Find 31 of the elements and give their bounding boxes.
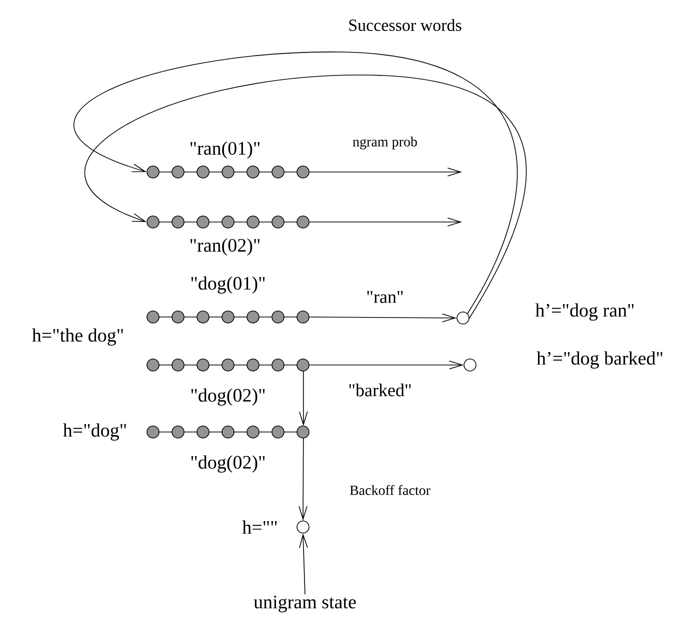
dot-chain xyxy=(146,358,310,372)
dot-chain xyxy=(146,310,310,324)
edge-label: "ran" xyxy=(367,291,403,303)
node-caption: "dog(01)" xyxy=(191,276,265,294)
state-circle xyxy=(456,312,470,324)
arrow xyxy=(309,360,464,370)
edge-label: ngram prob xyxy=(352,136,417,150)
text-label: h="the dog" xyxy=(32,328,123,346)
dot-chain xyxy=(146,426,310,438)
node-caption: "dog(02)" xyxy=(191,455,265,473)
node-caption: h’="dog ran" xyxy=(535,303,634,321)
node-caption: h="" xyxy=(242,520,277,534)
arrow xyxy=(299,533,308,595)
node-caption: "ran(02)" xyxy=(190,238,260,256)
state-circle xyxy=(464,358,476,372)
arrow xyxy=(298,438,308,521)
arrow xyxy=(309,218,462,226)
edge-label: Backoff factor xyxy=(350,485,430,495)
node-caption: h’="dog barked" xyxy=(536,351,662,369)
arrow xyxy=(309,314,457,322)
state-label: unigram state xyxy=(254,596,356,612)
arrow xyxy=(299,370,308,426)
state-circle xyxy=(296,520,310,534)
node-caption: h="dog" xyxy=(63,423,126,441)
node-caption: "ran(01)" xyxy=(190,141,260,159)
node-caption: "dog(02)" xyxy=(191,388,265,406)
text-label: Successor words xyxy=(349,19,462,31)
edge-label: "barked" xyxy=(349,384,411,396)
arrow xyxy=(309,168,462,176)
dot-chain xyxy=(146,216,310,228)
dot-chain xyxy=(146,166,310,178)
